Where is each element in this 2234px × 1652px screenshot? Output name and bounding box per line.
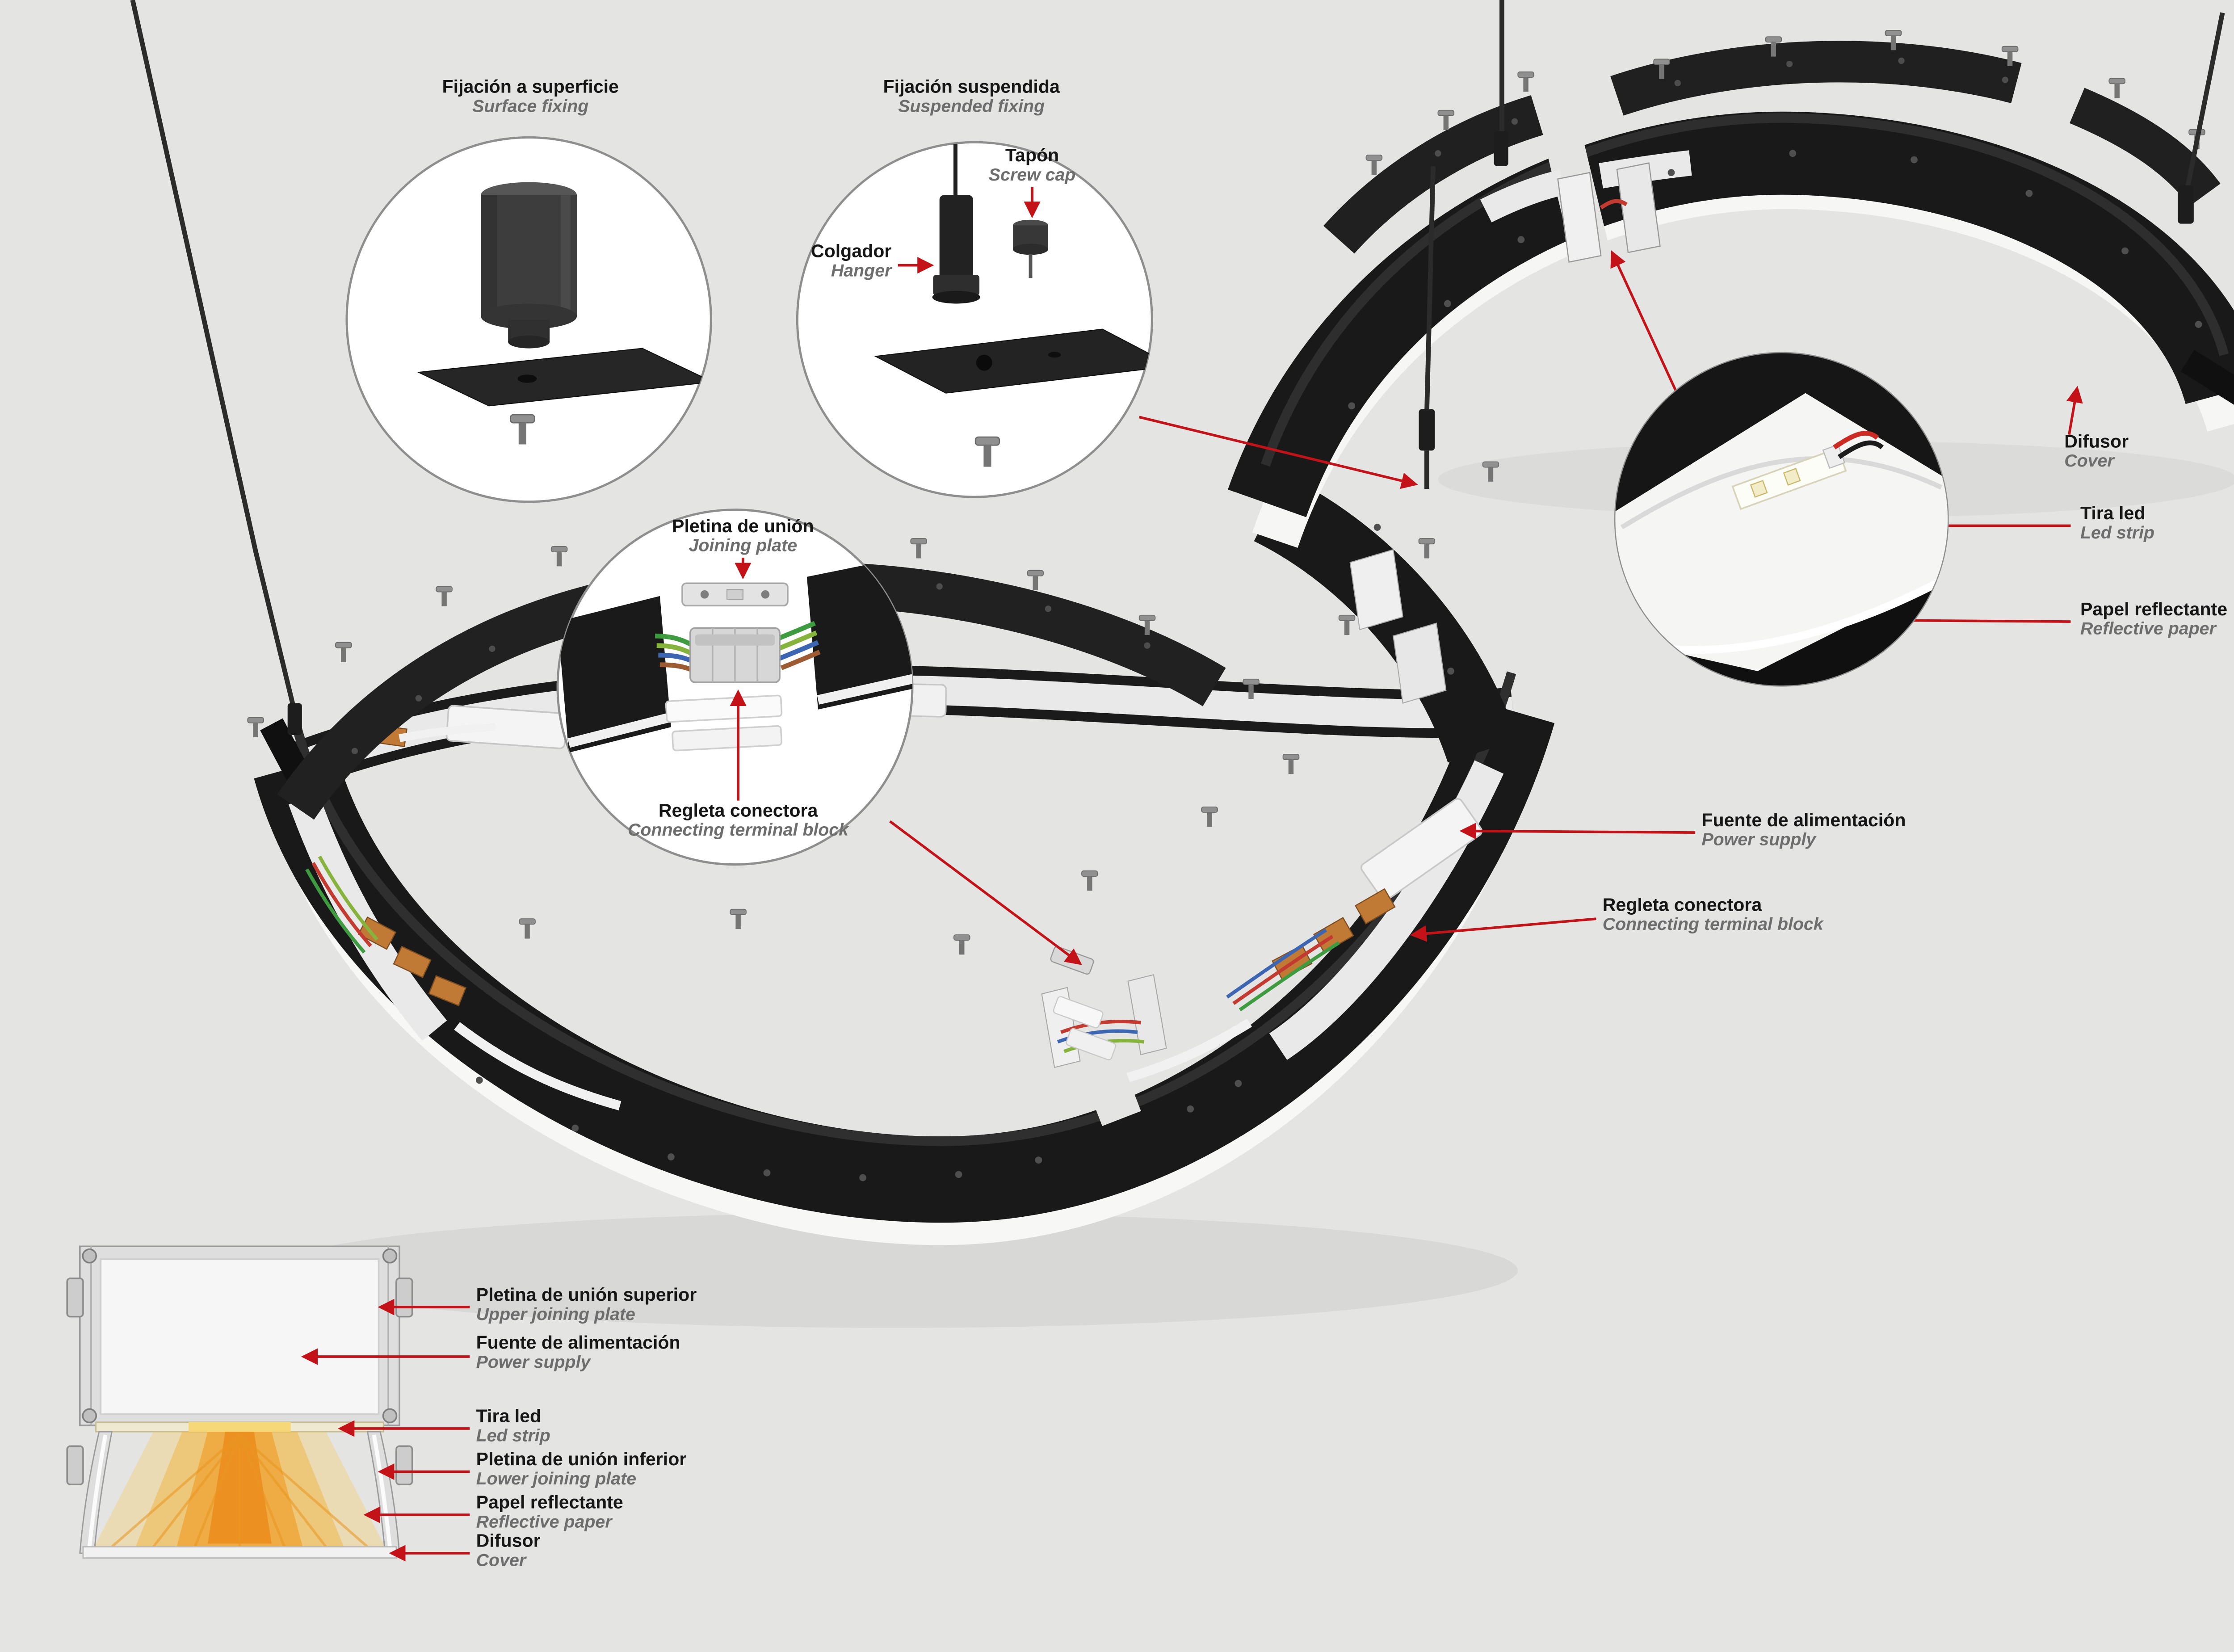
power-supply-unit [1361,798,1483,901]
surface-fixing-detail [417,182,711,445]
callout-surface-fixing [345,136,712,503]
cs-reflective-paper-label: Papel reflectante Reflective paper [476,1494,623,1532]
terminal-block-right-label: Regleta conectora Connecting terminal bl… [1602,896,1823,935]
led-strip-title: Tira led [2080,505,2146,524]
band-screw-holes [475,1076,1242,1181]
led-wire [1600,199,1628,210]
leader-power-supply [1459,823,1696,840]
floor-shadow [271,1213,1518,1328]
surface-fixing-title: Fijación a superficie [442,78,619,98]
lower-joining-plate-part [1066,1028,1117,1060]
open-end-face [1616,162,1661,253]
reflective-paper-subtitle: Reflective paper [2080,619,2216,639]
top-ring-module [1228,29,2234,548]
reflective-paper-part [87,1434,108,1547]
suspended-fixing-title: Fijación suspendida [883,78,1060,98]
s-junction [1254,475,1518,763]
terminal-block-right-title: Regleta conectora [1602,896,1762,916]
reflective-paper-title: Papel reflectante [2080,601,2228,620]
joining-plate-subtitle: Joining plate [689,536,798,555]
cover-label: Difusor Cover [2064,433,2129,471]
led-strip-detail [1615,353,1948,686]
power-supply-title: Fuente de alimentación [1701,811,1906,831]
power-supply-label: Fuente de alimentación Power supply [1701,811,1906,850]
terminal-block-right-subtitle: Connecting terminal block [1602,915,1823,934]
suspended-fixing-detail [874,143,1152,467]
terminal-block-callout-label: Regleta conectora Connecting terminal bl… [628,802,849,841]
cover-title: Difusor [2064,433,2129,453]
diffuser-part [82,1546,397,1559]
suspension-cables [130,0,2225,723]
suspended-fixing-subtitle: Suspended fixing [898,97,1045,116]
led-strip-subtitle: Led strip [2080,523,2155,543]
leader-suspended-fixing [1139,416,1418,489]
terminal-block-title: Regleta conectora [658,802,818,822]
leader-joining-plate [889,820,1082,965]
screw-cap-label: Tapón Screw cap [988,147,1076,185]
cross-section-leaders [301,1299,470,1562]
callout-joining-plate [556,509,914,866]
surface-fixing-subtitle: Surface fixing [472,97,589,116]
pendant-fixture [130,0,2234,1328]
cs-upper-joining-plate-label: Pletina de unión superior Upper joining … [476,1286,697,1324]
hanger-part [939,195,973,288]
power-supply-cavity [100,1258,380,1415]
reflective-paper-label: Papel reflectante Reflective paper [2080,601,2228,639]
cs-led-strip-label: Tira led Led strip [476,1408,550,1446]
lower-joining-plate-part [66,1445,84,1485]
leader-terminal-block [1410,917,1596,942]
cs-lower-joining-plate-label: Pletina de unión inferior Lower joining … [476,1451,687,1489]
suspended-fixing-label: Fijación suspendida Suspended fixing [883,78,1060,117]
led-wire-black [1838,440,1884,459]
band-screw-holes [1348,150,2202,410]
cross-section-diagram [66,1245,413,1559]
mounting-plate [874,328,1152,394]
band-top-edge [1261,113,2229,467]
leader-lines [889,250,2083,965]
hanger-title: Colgador [810,243,892,262]
segment-joint [1041,946,1167,1126]
hanger-subtitle: Hanger [831,261,892,281]
cs-cover-label: Difusor Cover [476,1532,541,1570]
reflective-paper-part [372,1434,392,1547]
lower-joining-plate-part [395,1445,413,1485]
front-band [1228,111,2234,517]
joining-plate-label: Pletina de unión Joining plate [672,517,814,556]
screw-cap-subtitle: Screw cap [988,165,1076,185]
screw-cap-title: Tapón [1005,147,1059,166]
upper-joining-plate-part [66,1278,84,1318]
joining-plate-detail [558,556,912,753]
power-supply-subtitle: Power supply [1701,830,1816,849]
leader-led-detail [1610,250,1679,395]
open-channel-left [288,793,447,1041]
leader-cover [2066,386,2083,435]
lower-joining-plate-part [1053,996,1104,1029]
led-strip-part [1731,444,1847,510]
cover-subtitle: Cover [2064,451,2114,471]
hanger-label: Colgador Hanger [811,244,892,281]
open-end-face [1557,172,1602,263]
callout-led-detail [1614,352,1949,687]
front-band-top-edge [292,671,1516,1146]
lifted-cover-plates [1323,41,2221,254]
end-cap-right [2180,349,2234,417]
joining-plate-part [1050,946,1094,975]
mounting-plate [417,348,711,407]
terminal-block-subtitle: Connecting terminal block [628,820,849,840]
cs-power-supply-label: Fuente de alimentación Power supply [476,1334,680,1372]
cable-hangers [287,131,2194,735]
led-wire-red [1833,431,1879,450]
upper-joining-plate-part [395,1278,413,1318]
joining-plate-title: Pletina de unión [672,517,814,537]
led-strip-label: Tira led Led strip [2080,505,2155,543]
white-cables [399,723,1252,1110]
surface-fixing-label: Fijación a superficie Surface fixing [442,78,619,117]
callout-suspended-fixing [796,141,1153,498]
